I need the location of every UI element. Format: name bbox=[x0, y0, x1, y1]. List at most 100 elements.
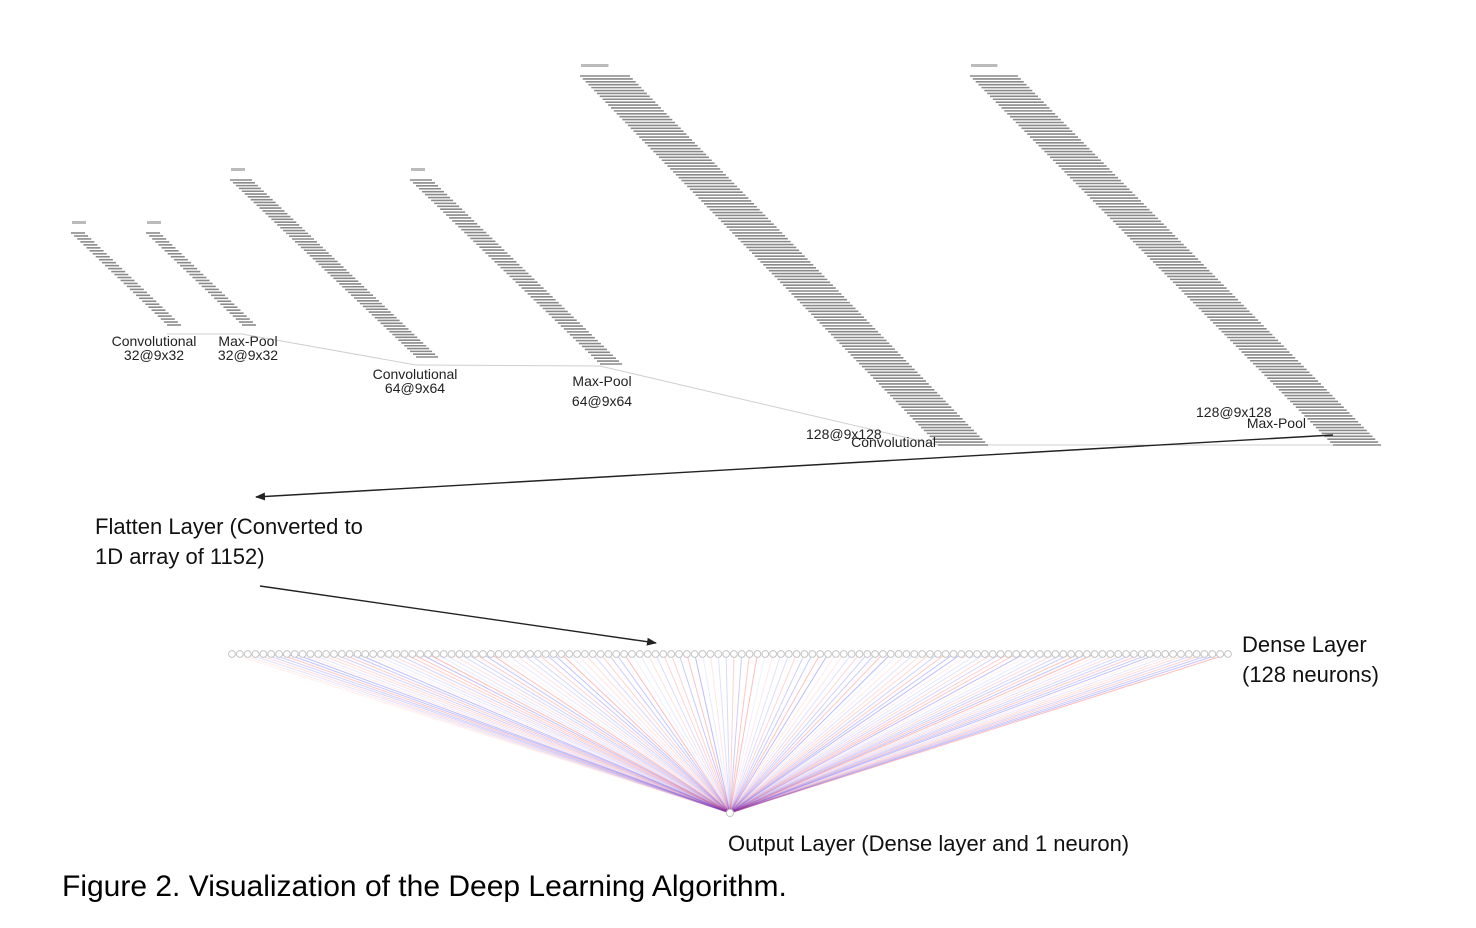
dense-neuron bbox=[879, 650, 887, 658]
dense-neuron bbox=[1098, 650, 1107, 658]
dense-neuron bbox=[588, 650, 597, 658]
weight-connection bbox=[729, 653, 1001, 814]
weight-connection bbox=[729, 653, 1229, 814]
weight-connection bbox=[702, 653, 731, 814]
dense-neuron bbox=[777, 650, 785, 658]
weight-connection bbox=[725, 653, 731, 814]
dense-neuron bbox=[1075, 650, 1083, 658]
weight-connection bbox=[729, 653, 1142, 814]
dense-neuron bbox=[369, 650, 378, 658]
dense-neuron bbox=[831, 650, 840, 658]
dense-neuron bbox=[1169, 650, 1178, 658]
weight-connection bbox=[729, 653, 954, 814]
dense-neuron bbox=[1137, 650, 1146, 658]
weight-connection bbox=[729, 653, 1127, 814]
weight-connection bbox=[459, 653, 731, 814]
dense-neuron bbox=[306, 650, 315, 658]
dense-neuron bbox=[988, 650, 997, 658]
weight-connection bbox=[729, 653, 821, 814]
dense-label-line2: (128 neurons) bbox=[1242, 662, 1379, 687]
dense-neuron bbox=[902, 650, 911, 658]
weight-connection bbox=[729, 653, 1041, 814]
weight-connection bbox=[623, 653, 731, 814]
arrow-to-flatten bbox=[255, 434, 1334, 501]
weight-connection bbox=[729, 653, 1033, 814]
dense-neuron bbox=[1043, 650, 1052, 658]
dense-neuron bbox=[267, 650, 276, 658]
weight-connection bbox=[729, 653, 798, 814]
weight-connection bbox=[443, 653, 731, 814]
stack-conv2 bbox=[230, 168, 438, 358]
dense-neuron bbox=[447, 650, 456, 658]
dense-label-line1: Dense Layer bbox=[1242, 632, 1367, 657]
flatten-label-line1: Flatten Layer (Converted to bbox=[95, 514, 363, 539]
dense-neuron bbox=[698, 650, 707, 658]
dense-neuron bbox=[565, 650, 574, 658]
dense-neuron bbox=[502, 650, 511, 658]
dense-neuron bbox=[235, 650, 244, 658]
dense-neuron bbox=[1114, 650, 1123, 658]
stack-title-pool2 bbox=[411, 168, 425, 171]
weight-connection bbox=[529, 653, 731, 814]
stack-title-pool1 bbox=[147, 221, 161, 224]
dense-neuron bbox=[1145, 650, 1154, 658]
weight-connection bbox=[341, 653, 731, 814]
dense-neuron bbox=[533, 650, 542, 658]
weight-connection bbox=[310, 653, 731, 814]
weight-connection bbox=[263, 653, 731, 814]
weight-connection bbox=[419, 653, 731, 814]
dense-neuron bbox=[824, 650, 832, 658]
weight-connection bbox=[639, 653, 731, 814]
stack-conv3 bbox=[580, 64, 988, 446]
dense-neuron bbox=[1200, 650, 1209, 658]
dense-neuron bbox=[847, 650, 856, 658]
dense-neuron bbox=[635, 650, 644, 658]
dense-neuron bbox=[361, 650, 370, 658]
weight-connection bbox=[729, 653, 774, 814]
weight-connection bbox=[729, 653, 1095, 814]
weight-connection bbox=[729, 653, 813, 814]
dense-neuron bbox=[581, 650, 589, 658]
dense-neuron bbox=[314, 650, 323, 658]
weight-connection bbox=[561, 653, 731, 814]
weight-connection bbox=[729, 653, 1048, 814]
dense-neuron bbox=[855, 650, 864, 658]
dense-neuron bbox=[690, 650, 699, 658]
conv1-shape: 32@9x32 bbox=[123, 347, 185, 363]
conv1-label: Convolutional 32@9x32 bbox=[104, 334, 204, 362]
dense-neuron bbox=[1216, 650, 1225, 658]
weight-connection bbox=[318, 653, 731, 814]
weight-connection bbox=[729, 653, 939, 814]
dense-neuron bbox=[620, 650, 629, 658]
dense-neuron bbox=[933, 650, 942, 658]
dense-neuron bbox=[596, 650, 605, 658]
dense-neuron bbox=[675, 650, 683, 658]
weight-connection bbox=[514, 653, 731, 814]
weight-connection bbox=[451, 653, 731, 814]
pool2-label: Max-Pool 64@9x64 bbox=[560, 374, 644, 408]
dense-neuron bbox=[745, 650, 754, 658]
weight-connection bbox=[647, 653, 731, 814]
dense-neuron bbox=[1161, 650, 1170, 658]
dense-neuron bbox=[1051, 650, 1060, 658]
dense-neuron bbox=[1184, 650, 1193, 658]
dense-neuron bbox=[682, 650, 691, 658]
dense-neuron bbox=[1035, 650, 1044, 658]
weight-connection bbox=[729, 653, 1189, 814]
weight-connection bbox=[729, 653, 852, 814]
dense-neuron bbox=[871, 650, 879, 658]
weight-connection bbox=[729, 653, 1158, 814]
weight-connection bbox=[286, 653, 731, 814]
weight-connection bbox=[729, 653, 1088, 814]
weight-connection bbox=[427, 653, 731, 814]
dense-neuron bbox=[526, 650, 534, 658]
dense-neuron bbox=[392, 650, 401, 658]
dense-neuron-row bbox=[228, 650, 1232, 658]
dense-neuron bbox=[1129, 650, 1138, 658]
weight-connection bbox=[729, 653, 805, 814]
dense-neuron bbox=[980, 650, 989, 658]
weight-connection bbox=[729, 653, 1213, 814]
dense-neuron bbox=[910, 650, 919, 658]
weight-connection bbox=[729, 653, 962, 814]
